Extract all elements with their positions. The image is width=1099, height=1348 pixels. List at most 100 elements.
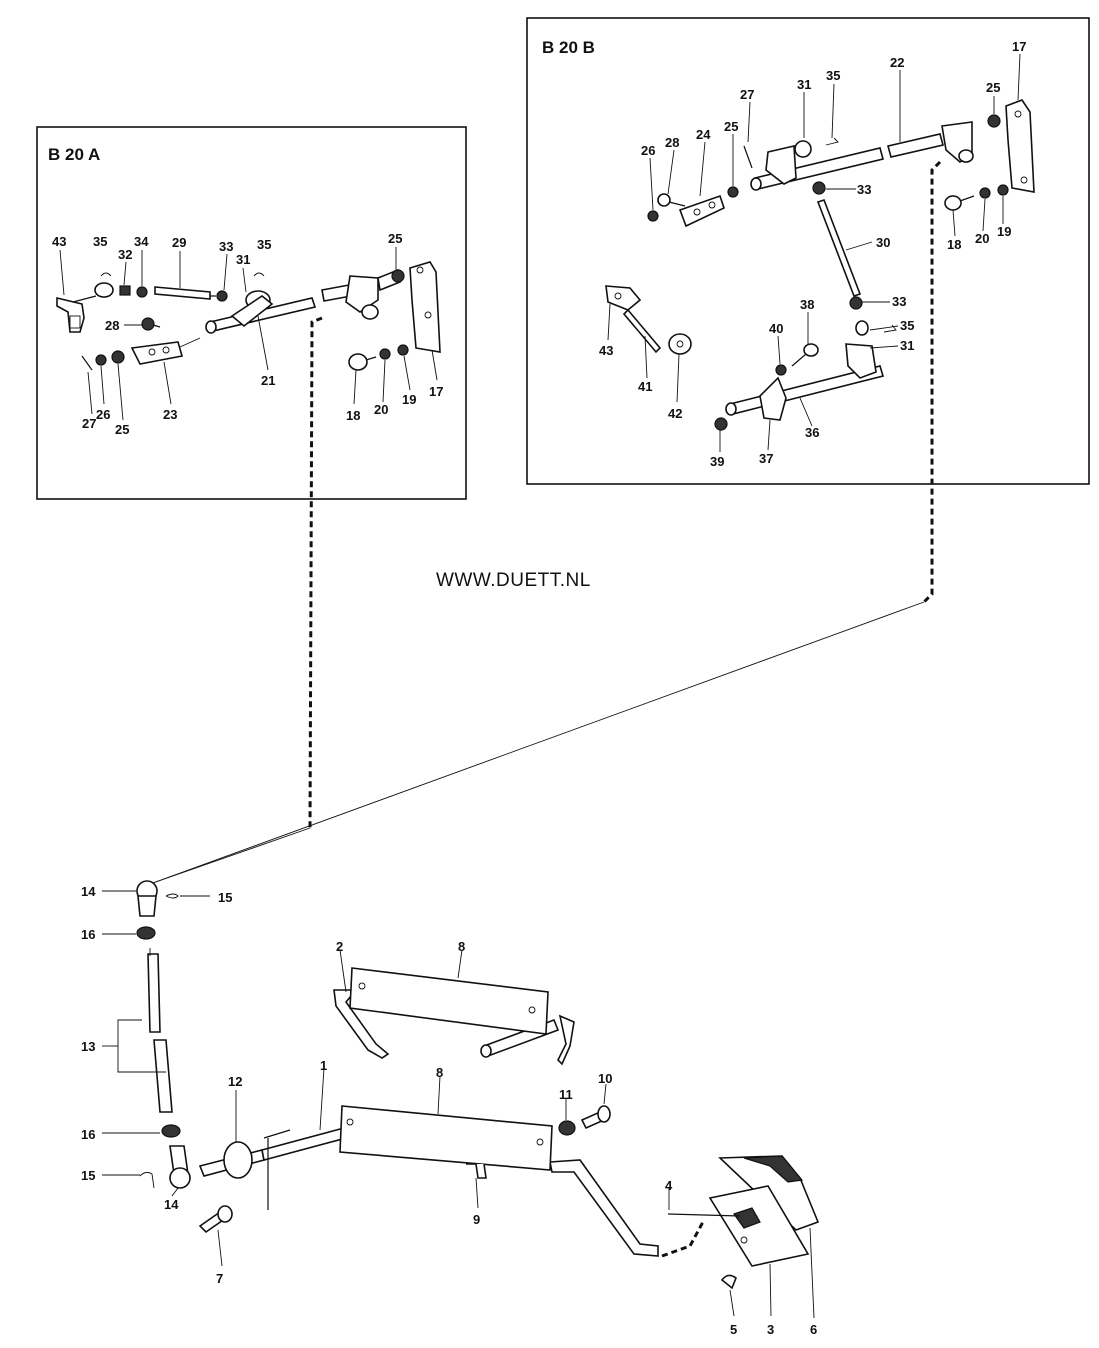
- bar-8-lower-icon: [339, 1105, 553, 1171]
- label-33-b2: 33: [892, 294, 906, 309]
- label-37-b: 37: [759, 451, 773, 466]
- label-33-a: 33: [219, 239, 233, 254]
- shaft-36-icon: [725, 320, 885, 421]
- screw-28-icon: [141, 317, 161, 331]
- label-34-a: 34: [134, 234, 149, 249]
- label-23-a: 23: [163, 407, 177, 422]
- main-assembly: 14 15 16 13 16 15 14 7 12 1 2 8 8 11 10 …: [81, 880, 820, 1337]
- label-25-a1: 25: [388, 231, 402, 246]
- label-12: 12: [228, 1074, 242, 1089]
- washer-25-b2-icon: [727, 186, 739, 198]
- clip-9-icon: [466, 1163, 487, 1179]
- label-5: 5: [730, 1322, 737, 1337]
- inset-b20a-title: B 20 A: [48, 145, 100, 164]
- label-4: 4: [665, 1178, 673, 1193]
- rod-29-icon: [72, 282, 271, 310]
- knob-42-icon: [668, 333, 692, 355]
- pin-27-icon: [81, 355, 93, 371]
- washer-11-icon: [558, 1120, 576, 1136]
- label-41-b: 41: [638, 379, 652, 394]
- label-16-top: 16: [81, 927, 95, 942]
- shaft-22-icon: [750, 121, 974, 191]
- ball-joint-14-bottom-icon: [169, 1145, 191, 1189]
- screw-38-icon: [791, 343, 819, 367]
- bracket-23-icon: [130, 337, 201, 365]
- label-27-b: 27: [740, 87, 754, 102]
- ball-joint-14-top-icon: [136, 880, 158, 917]
- label-10: 10: [598, 1071, 612, 1086]
- label-28-a: 28: [105, 318, 119, 333]
- label-27-a: 27: [82, 416, 96, 431]
- label-35-b1: 35: [826, 68, 840, 83]
- rod-21-icon: [205, 268, 401, 334]
- label-19-b: 19: [997, 224, 1011, 239]
- label-14-bottom: 14: [164, 1197, 179, 1212]
- label-25-b2: 25: [724, 119, 738, 134]
- bracket-17-b-icon: [1005, 99, 1035, 193]
- label-28-b: 28: [665, 135, 679, 150]
- label-6: 6: [810, 1322, 817, 1337]
- clip-35-b1-icon: [825, 137, 839, 146]
- label-15-top: 15: [218, 890, 232, 905]
- label-19-a: 19: [402, 392, 416, 407]
- clip-5-icon: [720, 1274, 737, 1290]
- washer-25-b1-icon: [987, 114, 1001, 128]
- link-line-b: [149, 601, 925, 885]
- clip-35-b2-icon: [883, 324, 897, 333]
- clip-35b-icon: [253, 272, 265, 277]
- pin-4-icon: [667, 1213, 741, 1217]
- connector-lines: [149, 160, 942, 885]
- label-16-bottom: 16: [81, 1127, 95, 1142]
- label-25-a2: 25: [115, 422, 129, 437]
- pedal-plate-3-icon: [708, 1185, 810, 1267]
- inset-b20a-leaders: [59, 247, 438, 421]
- label-35-a2: 35: [257, 237, 271, 252]
- label-15-bottom: 15: [81, 1168, 95, 1183]
- washer-20-icon: [379, 348, 391, 360]
- screw-28-b-icon: [657, 193, 686, 207]
- label-30-b: 30: [876, 235, 890, 250]
- nut-33-b1-icon: [812, 181, 826, 195]
- label-31-b1: 31: [797, 77, 811, 92]
- clip-35-icon: [100, 272, 112, 277]
- label-26-b: 26: [641, 143, 655, 158]
- inset-b20b-leaders: [607, 53, 1021, 452]
- rod-13-icon: [147, 948, 173, 1113]
- label-14-top: 14: [81, 884, 96, 899]
- label-17-a: 17: [429, 384, 443, 399]
- bracket-24-icon: [678, 194, 725, 228]
- bracket-43-icon: [56, 296, 85, 333]
- label-20-b: 20: [975, 231, 989, 246]
- pedal-shaft-1-icon: [198, 1127, 659, 1257]
- nut-16-bottom-icon: [161, 1124, 181, 1138]
- label-40-b: 40: [769, 321, 783, 336]
- bolt-7-icon: [198, 1205, 233, 1234]
- label-1: 1: [320, 1058, 327, 1073]
- label-17-b: 17: [1012, 39, 1026, 54]
- main-leaders: [102, 890, 815, 1319]
- label-35-a1: 35: [93, 234, 107, 249]
- label-21-a: 21: [261, 373, 275, 388]
- label-39-b: 39: [710, 454, 724, 469]
- label-29-a: 29: [172, 235, 186, 250]
- label-31-a: 31: [236, 252, 250, 267]
- washer-19-icon: [397, 344, 409, 356]
- washer-20-b-icon: [979, 187, 991, 199]
- washer-25-icon: [391, 269, 405, 283]
- label-11: 11: [559, 1087, 573, 1102]
- label-2: 2: [336, 939, 343, 954]
- label-7: 7: [216, 1271, 223, 1286]
- label-18-b: 18: [947, 237, 961, 252]
- label-31-b2: 31: [900, 338, 914, 353]
- watermark-text: WWW.DUETT.NL: [436, 570, 591, 591]
- label-43-a: 43: [52, 234, 66, 249]
- inset-b20b: B 20 B: [526, 17, 1090, 485]
- dashed-link-pedal: [661, 1219, 706, 1258]
- washer-19-b-icon: [997, 184, 1009, 196]
- label-32-a: 32: [118, 247, 132, 262]
- label-38-b: 38: [800, 297, 814, 312]
- label-42-b: 42: [668, 406, 682, 421]
- nut-26-icon: [95, 354, 107, 366]
- link-line-a: [149, 827, 311, 885]
- bar-8-upper-icon: [349, 967, 549, 1035]
